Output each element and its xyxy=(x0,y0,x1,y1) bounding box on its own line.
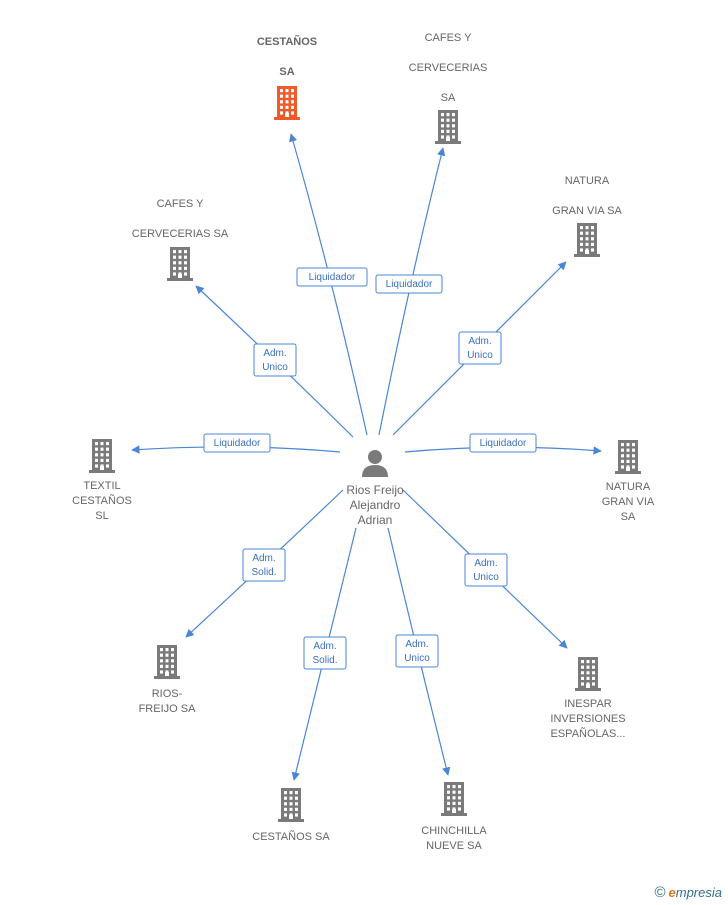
company-node-inespar-inversiones[interactable]: INESPAR INVERSIONES ESPAÑOLAS... xyxy=(550,657,626,740)
role-text: Unico xyxy=(262,362,288,373)
brand-name: mpresia xyxy=(675,885,722,900)
company-label: CAFES Y xyxy=(425,32,473,44)
role-text: Adm. xyxy=(313,641,336,652)
building-icon[interactable] xyxy=(615,440,641,474)
role-badge[interactable]: Liquidador xyxy=(203,433,271,453)
role-badge[interactable]: Liquidador xyxy=(375,274,443,294)
role-badge[interactable]: Adm. Unico xyxy=(458,331,502,365)
company-node-natura-gran-via-sa-top[interactable]: NATURA GRAN VIA SA xyxy=(552,175,623,257)
building-icon[interactable] xyxy=(89,439,115,473)
role-text: Liquidador xyxy=(214,438,261,449)
company-node-chinchilla-nueve-sa[interactable]: CHINCHILLA NUEVE SA xyxy=(421,782,487,852)
company-label: ESPAÑOLAS... xyxy=(551,727,626,740)
role-text: Unico xyxy=(467,350,493,361)
company-label: CERVECERIAS xyxy=(409,62,488,74)
building-icon[interactable] xyxy=(574,223,600,257)
edge-textil-cestanos-sl: Liquidador xyxy=(131,433,341,454)
role-badge[interactable]: Adm. Unico xyxy=(464,553,508,587)
company-label: SA xyxy=(279,66,294,78)
company-node-cafes-y-cervecerias-sa-left[interactable]: CAFES Y CERVECERIAS SA xyxy=(132,198,229,281)
edge-rios-freijo-sa: Adm. Solid. xyxy=(185,489,344,638)
company-label: CHINCHILLA xyxy=(421,825,487,837)
company-label: INESPAR xyxy=(564,698,612,710)
role-text: Adm. xyxy=(263,348,286,359)
company-label: CESTAÑOS SA xyxy=(252,830,330,843)
company-label: INVERSIONES xyxy=(550,713,625,725)
company-label: SA xyxy=(441,92,456,104)
role-text: Unico xyxy=(404,653,430,664)
copyright-symbol: © xyxy=(654,884,666,901)
company-label: CERVECERIAS SA xyxy=(132,228,229,240)
role-badge[interactable]: Liquidador xyxy=(296,267,368,287)
company-node-cestanos-sa-bottom[interactable]: CESTAÑOS SA xyxy=(252,788,330,843)
building-icon[interactable] xyxy=(435,110,461,144)
role-text: Adm. xyxy=(474,558,497,569)
role-badge[interactable]: Adm. Solid. xyxy=(242,548,286,582)
role-text: Adm. xyxy=(252,553,275,564)
role-text: Unico xyxy=(473,572,499,583)
edge-chinchilla-nueve-sa: Adm. Unico xyxy=(387,527,451,776)
role-text: Solid. xyxy=(312,655,337,666)
edge-inespar-inversiones: Adm. Unico xyxy=(402,489,568,649)
person-icon xyxy=(362,450,388,477)
role-text: Liquidador xyxy=(386,279,433,290)
role-text: Solid. xyxy=(251,567,276,578)
company-label: CESTAÑOS xyxy=(72,494,132,507)
company-label: RIOS- xyxy=(152,688,183,700)
company-label: CESTAÑOS xyxy=(257,35,317,48)
company-label: SA xyxy=(621,511,636,523)
brand-logo: ©empresia xyxy=(654,884,722,901)
role-badge[interactable]: Adm. Solid. xyxy=(303,636,347,670)
person-name: Alejandro xyxy=(350,498,401,512)
person-name: Rios Freijo xyxy=(346,483,404,497)
building-icon[interactable] xyxy=(278,788,304,822)
company-node-textil-cestanos-sl[interactable]: TEXTIL CESTAÑOS SL xyxy=(72,439,132,522)
role-text: Liquidador xyxy=(480,438,527,449)
building-icon[interactable] xyxy=(441,782,467,816)
building-icon[interactable] xyxy=(154,645,180,679)
company-node-cestanos-sa-top[interactable]: CESTAÑOS SA xyxy=(257,35,317,120)
role-text: Adm. xyxy=(405,639,428,650)
building-icon[interactable] xyxy=(274,86,300,120)
person-name: Adrian xyxy=(358,513,393,527)
company-label: GRAN VIA xyxy=(602,496,655,508)
building-icon[interactable] xyxy=(575,657,601,691)
role-text: Adm. xyxy=(468,336,491,347)
edge-cafes-y-cervecerias-sa-left: Adm. Unico xyxy=(195,285,354,438)
building-icon[interactable] xyxy=(167,247,193,281)
brand-initial: e xyxy=(668,885,676,900)
edge-natura-gran-via-sa-top: Adm. Unico xyxy=(392,261,567,436)
company-label: SL xyxy=(95,510,108,522)
company-label: CAFES Y xyxy=(157,198,205,210)
company-node-rios-freijo-sa[interactable]: RIOS- FREIJO SA xyxy=(139,645,197,715)
company-label: NATURA xyxy=(565,175,610,187)
edge-natura-gran-via-sa-right: Liquidador xyxy=(404,433,602,455)
edge-cestanos-sa-top: Liquidador xyxy=(289,133,368,436)
role-text: Liquidador xyxy=(309,272,356,283)
edge-cafes-y-cervecerias-sa-top: Liquidador xyxy=(375,147,446,436)
role-badge[interactable]: Adm. Unico xyxy=(395,634,439,668)
edge-cestanos-sa-bottom: Adm. Solid. xyxy=(291,527,357,781)
role-badge[interactable]: Adm. Unico xyxy=(253,343,297,377)
company-label: TEXTIL xyxy=(83,480,120,492)
company-label: NATURA xyxy=(606,481,651,493)
role-badge[interactable]: Liquidador xyxy=(469,433,537,453)
company-label: NUEVE SA xyxy=(426,840,482,852)
company-node-cafes-y-cervecerias-sa-top[interactable]: CAFES Y CERVECERIAS SA xyxy=(409,32,488,144)
company-label: GRAN VIA SA xyxy=(552,205,622,217)
company-node-natura-gran-via-sa-right[interactable]: NATURA GRAN VIA SA xyxy=(602,440,655,523)
company-label: FREIJO SA xyxy=(139,703,197,715)
